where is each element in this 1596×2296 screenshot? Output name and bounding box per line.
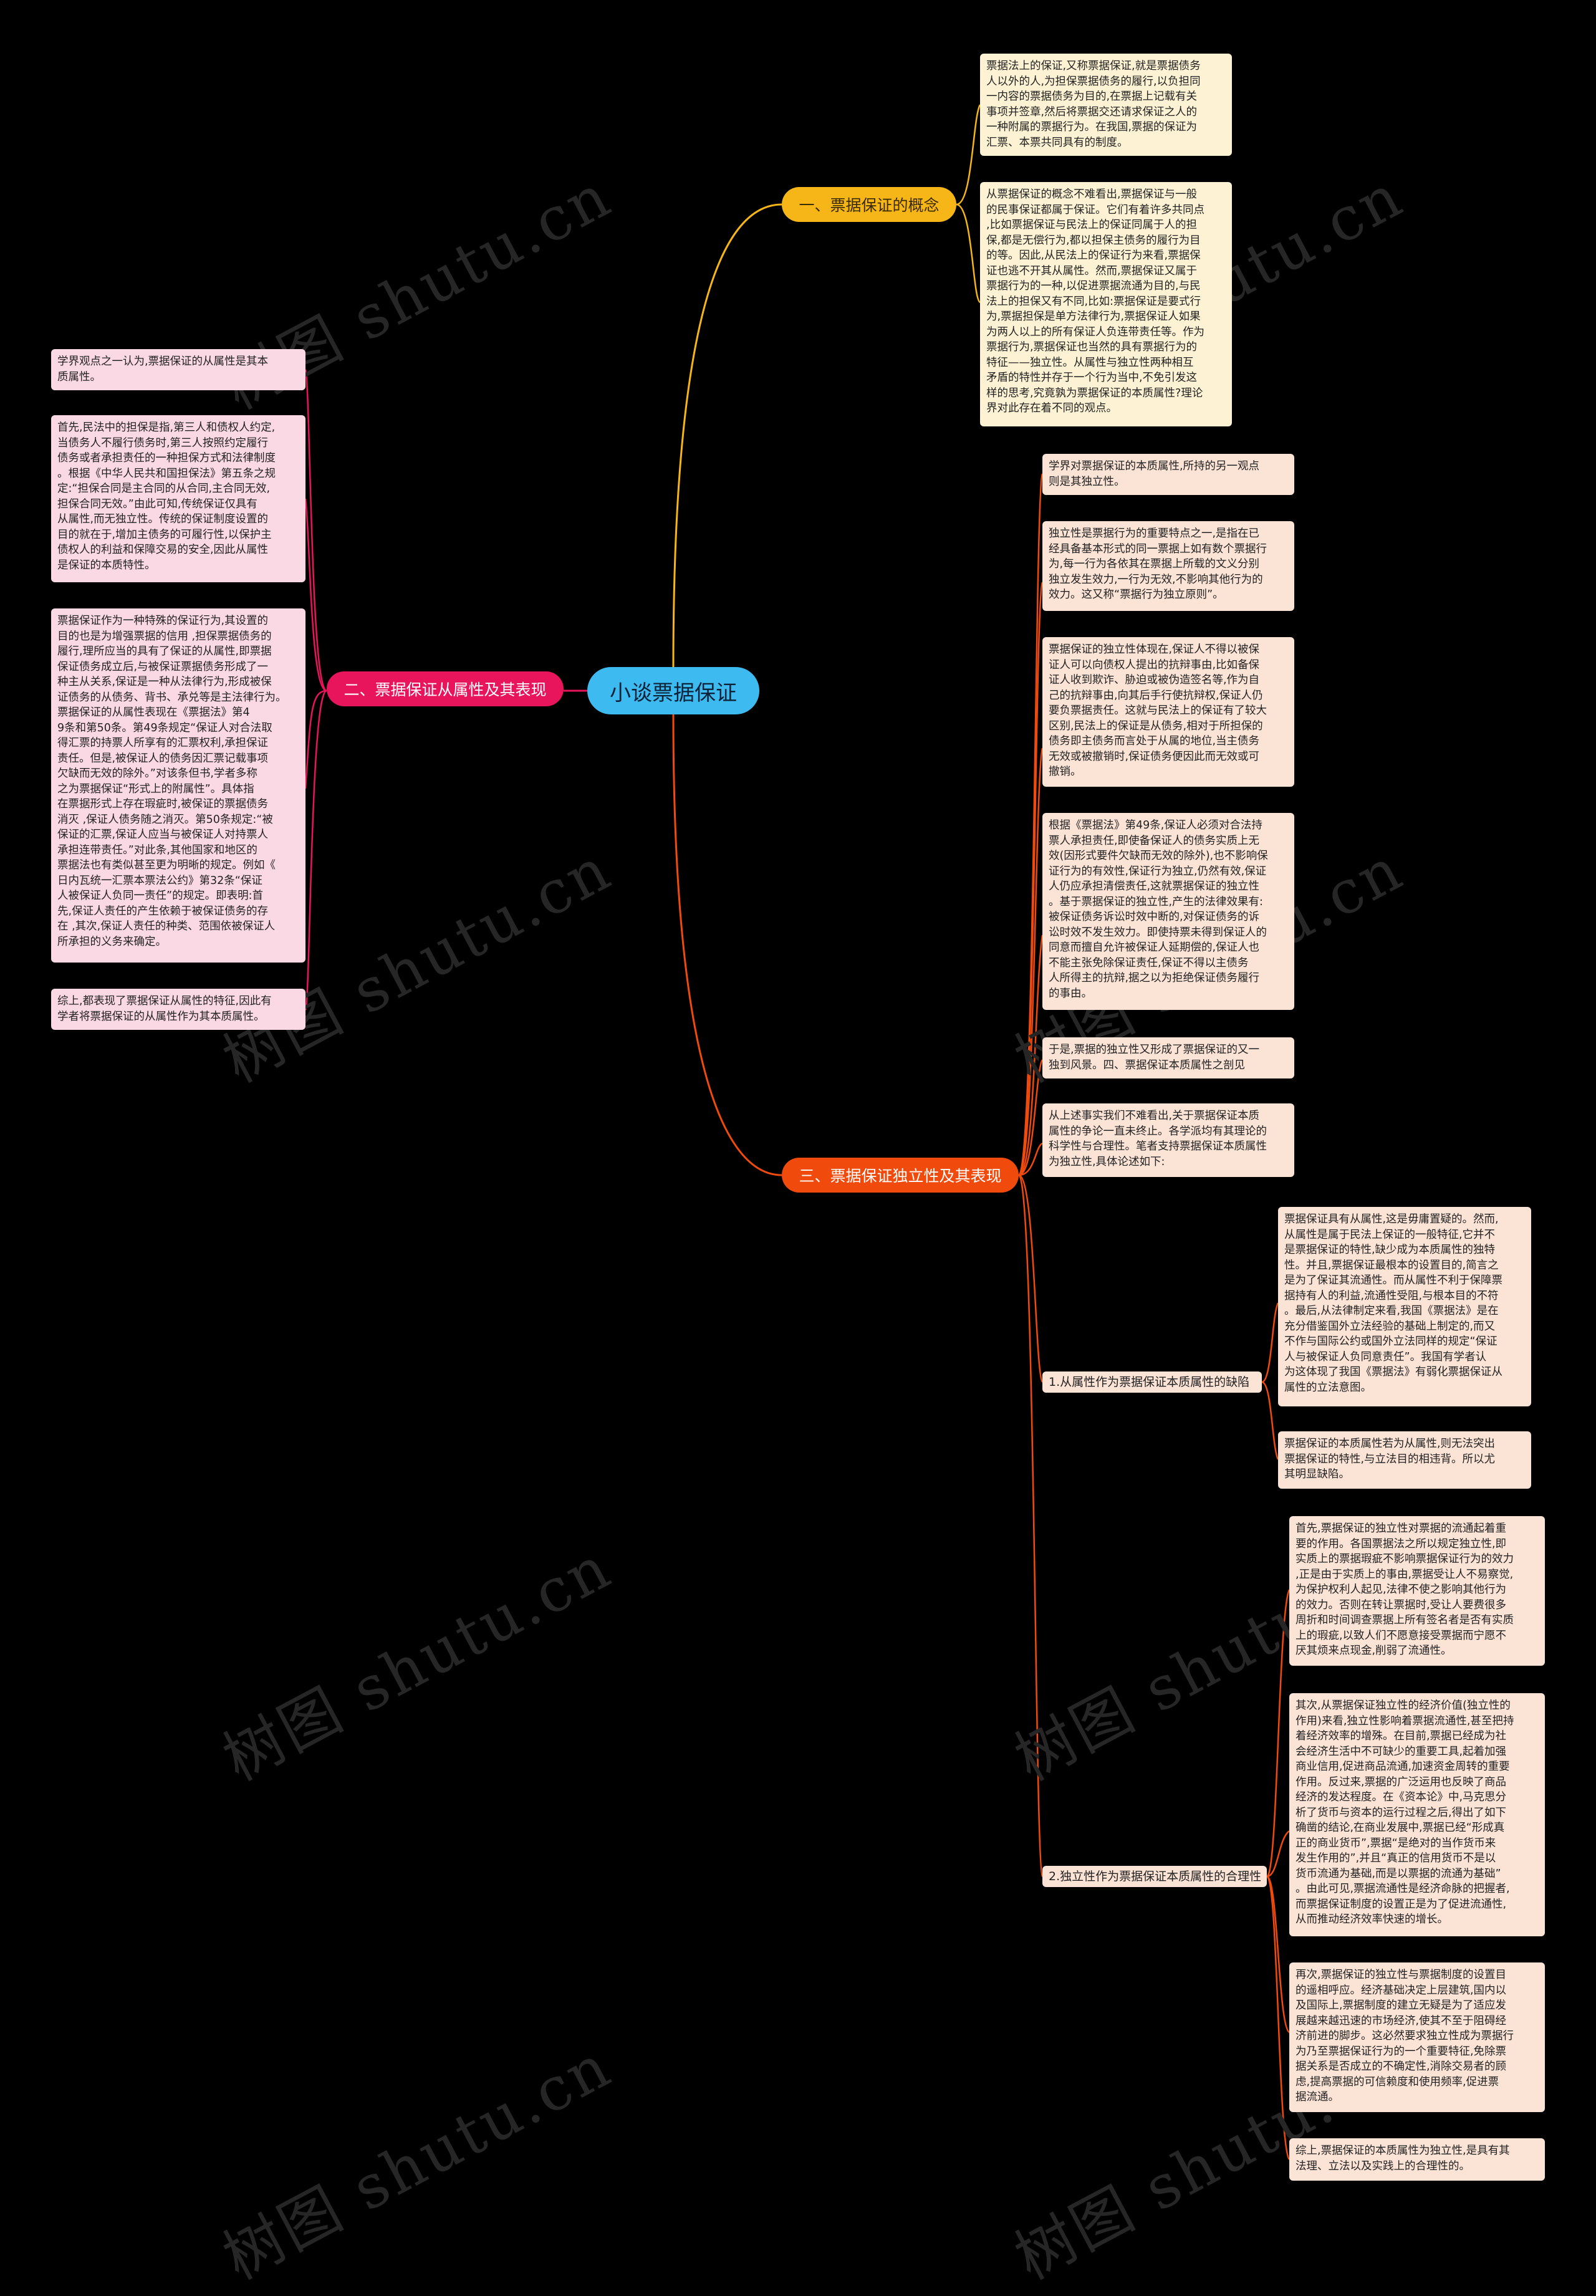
note-defect-analysis: 票据保证具有从属性,这是毋庸置疑的。然而, 从属性是属于民法上保证的一般特征,它… (1278, 1207, 1531, 1406)
note-rationale-economic: 其次,从票据保证独立性的经济价值(独立性的 作用)来看,独立性影响着票据流通性,… (1289, 1693, 1545, 1936)
note-accessory-civil-law: 首先,民法中的担保是指,第三人和债权人约定, 当债务人不履行债务时,第三人按照约… (51, 415, 305, 582)
sub-branch-independence-rationale[interactable]: 2.独立性作为票据保证本质属性的合理性 (1042, 1866, 1267, 1887)
note-rationale-circulation: 首先,票据保证的独立性对票据的流通起着重 要的作用。各国票据法之所以规定独立性,… (1289, 1516, 1545, 1666)
branch-independence[interactable]: 三、票据保证独立性及其表现 (782, 1158, 1019, 1193)
note-independence-principle: 独立性是票据行为的重要特点之一,是指在已 经具备基本形式的同一票据上如有数个票据… (1042, 521, 1294, 611)
sub-branch-accessory-defect[interactable]: 1.从属性作为票据保证本质属性的缺陷 (1042, 1371, 1262, 1393)
note-accessory-statute: 票据保证作为一种特殊的保证行为,其设置的 目的也是为增强票据的信用 ,担保票据债… (51, 608, 305, 963)
note-independence-defense: 票据保证的独立性体现在,保证人不得以被保 证人可以向债权人提出的抗辩事由,比如备… (1042, 637, 1294, 787)
note-concept-discussion: 从票据保证的概念不难看出,票据保证与一般 的民事保证都属于保证。它们有着许多共同… (980, 182, 1232, 426)
note-rationale-purpose: 再次,票据保证的独立性与票据制度的设置目 的遥相呼应。经济基础决定上层建筑,国内… (1289, 1962, 1545, 2112)
connector-root-branch1 (672, 203, 782, 668)
note-defect-conclusion: 票据保证的本质属性若为从属性,则无法突出 票据保证的特性,与立法目的相违背。所以… (1278, 1431, 1531, 1489)
branch-concept[interactable]: 一、票据保证的概念 (782, 187, 956, 222)
connector-root-branch3 (672, 714, 782, 1176)
note-accessory-summary: 综上,都表现了票据保证从属性的特征,因此有 学者将票据保证的从属性作为其本质属性… (51, 989, 305, 1030)
note-independence-landscape: 于是,票据的独立性又形成了票据保证的又一 独到风景。四、票据保证本质属性之剖见 (1042, 1037, 1294, 1078)
note-rationale-summary: 综上,票据保证的本质属性为独立性,是具有其 法理、立法以及实践上的合理性的。 (1289, 2138, 1545, 2181)
note-independence-article49: 根据《票据法》第49条,保证人必须对合法持 票人承担责任,即使备保证人的债务实质… (1042, 813, 1294, 1010)
root-node[interactable]: 小谈票据保证 (587, 667, 759, 714)
note-independence-view: 学界对票据保证的本质属性,所持的另一观点 则是其独立性。 (1042, 454, 1294, 495)
note-independence-author-view: 从上述事实我们不难看出,关于票据保证本质 属性的争论一直未终止。各学派均有其理论… (1042, 1103, 1294, 1177)
note-concept-definition: 票据法上的保证,又称票据保证,就是票据债务 人以外的人,为担保票据债务的履行,以… (980, 54, 1232, 156)
note-accessory-view: 学界观点之一认为,票据保证的从属性是其本 质属性。 (51, 349, 305, 390)
connector-lines (304, 104, 1291, 2160)
branch-accessory[interactable]: 二、票据保证从属性及其表现 (327, 671, 564, 706)
